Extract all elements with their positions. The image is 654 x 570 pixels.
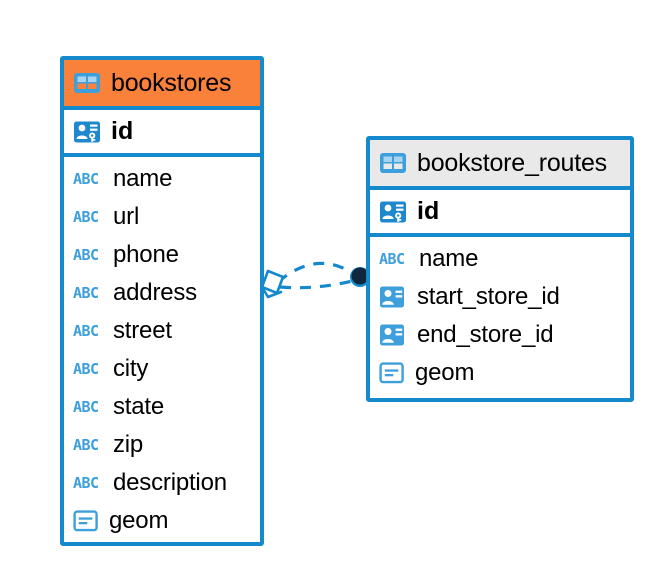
svg-text:ABC: ABC (73, 398, 99, 416)
foreign-key-icon (380, 324, 404, 346)
field-label-start-store-id: start_store_id (417, 283, 560, 310)
field-row-name[interactable]: ABC name (64, 160, 260, 198)
field-label-zip: zip (113, 431, 144, 458)
field-row-zip[interactable]: ABC zip (64, 426, 260, 464)
field-row-city[interactable]: ABC city (64, 350, 260, 388)
abc-icon: ABC (73, 436, 99, 454)
field-label-phone: phone (113, 241, 179, 268)
field-row-end-store-id[interactable]: end_store_id (370, 316, 630, 354)
svg-text:ABC: ABC (73, 322, 99, 340)
field-label-url: url (113, 203, 140, 230)
field-label-city: city (113, 355, 149, 382)
abc-icon: ABC (73, 208, 99, 226)
field-label-name: name (113, 165, 173, 192)
relationship-source-diamond-icon[interactable] (260, 269, 285, 299)
entity-title-bookstore-routes: bookstore_routes (417, 148, 607, 177)
primary-key-icon (74, 121, 100, 142)
primary-key-icon (380, 201, 406, 222)
entity-title-bookstores: bookstores (111, 68, 232, 97)
svg-text:ABC: ABC (73, 170, 99, 188)
field-row-geom[interactable]: geom (64, 502, 260, 540)
field-row-state[interactable]: ABC state (64, 388, 260, 426)
table-icon (380, 153, 406, 173)
svg-text:ABC: ABC (73, 208, 99, 226)
geometry-icon (379, 362, 404, 384)
svg-text:ABC: ABC (73, 474, 99, 492)
svg-text:ABC: ABC (73, 284, 99, 302)
geometry-icon (73, 510, 98, 532)
field-list-bookstore-routes: ABC name start_store_id (370, 237, 630, 392)
svg-text:ABC: ABC (73, 360, 99, 378)
svg-text:ABC: ABC (379, 250, 405, 268)
entity-header-bookstore-routes[interactable]: bookstore_routes (370, 140, 630, 190)
table-icon (74, 73, 100, 93)
field-row-address[interactable]: ABC address (64, 274, 260, 312)
field-label-address: address (113, 279, 197, 306)
field-row-start-store-id[interactable]: start_store_id (370, 278, 630, 316)
field-label-description: description (113, 469, 227, 496)
field-list-bookstores: ABC name ABC url ABC phone ABC (64, 157, 260, 540)
abc-icon: ABC (73, 246, 99, 264)
abc-icon: ABC (73, 170, 99, 188)
entity-table-bookstores[interactable]: bookstores id ABC name (60, 56, 264, 546)
field-row-phone[interactable]: ABC phone (64, 236, 260, 274)
field-row-id[interactable]: id (370, 190, 630, 237)
field-row-name[interactable]: ABC name (370, 240, 630, 278)
field-row-description[interactable]: ABC description (64, 464, 260, 502)
field-label-street: street (113, 317, 172, 344)
svg-text:ABC: ABC (73, 436, 99, 454)
field-row-geom[interactable]: geom (370, 354, 630, 392)
abc-icon: ABC (73, 360, 99, 378)
field-label-id: id (417, 197, 440, 225)
abc-icon: ABC (73, 284, 99, 302)
relationship-line-start-store-id[interactable] (276, 261, 358, 284)
field-row-street[interactable]: ABC street (64, 312, 260, 350)
relationship-line-end-store-id[interactable] (279, 278, 357, 290)
abc-icon: ABC (73, 398, 99, 416)
svg-text:ABC: ABC (73, 246, 99, 264)
field-label-name: name (419, 245, 479, 272)
field-label-state: state (113, 393, 165, 420)
abc-icon: ABC (379, 250, 405, 268)
entity-table-bookstore-routes[interactable]: bookstore_routes id ABC name (366, 136, 634, 402)
field-label-id: id (111, 117, 134, 145)
field-row-id[interactable]: id (64, 110, 260, 157)
abc-icon: ABC (73, 474, 99, 492)
foreign-key-icon (380, 286, 404, 308)
entity-header-bookstores[interactable]: bookstores (64, 60, 260, 110)
field-label-geom: geom (109, 507, 169, 534)
field-label-geom: geom (415, 359, 475, 386)
abc-icon: ABC (73, 322, 99, 340)
field-row-url[interactable]: ABC url (64, 198, 260, 236)
field-label-end-store-id: end_store_id (417, 321, 554, 348)
